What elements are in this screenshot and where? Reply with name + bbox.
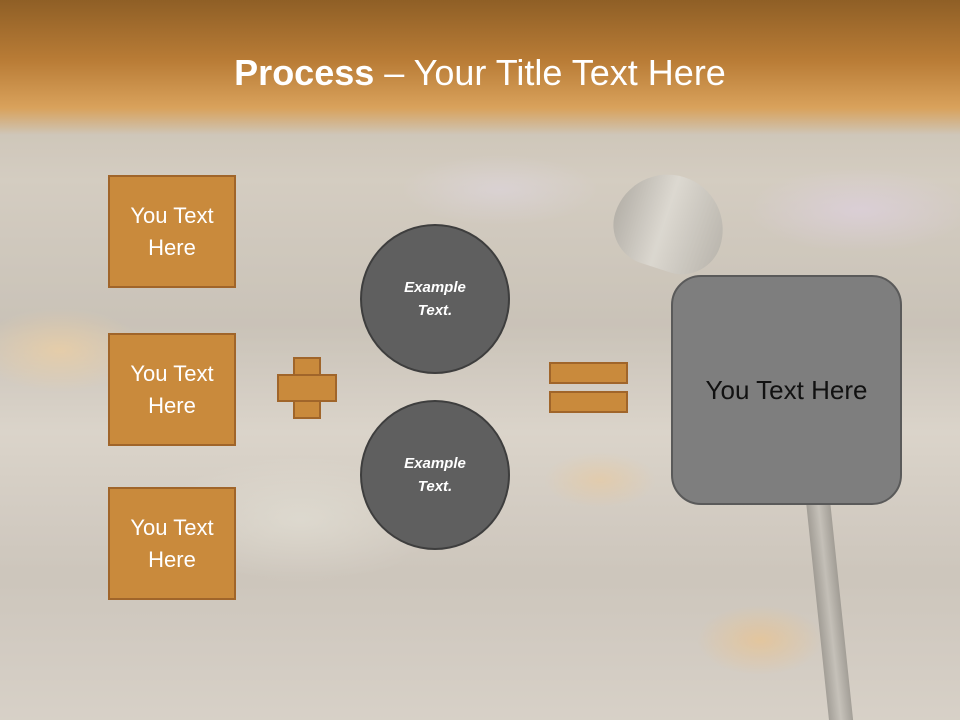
title-banner <box>0 0 960 135</box>
text-box-2-label: You Text Here <box>130 360 214 418</box>
result-box[interactable]: You Text Here <box>671 275 902 505</box>
text-box-3-label: You Text Here <box>130 514 214 572</box>
text-box-3[interactable]: You Text Here <box>108 487 236 600</box>
text-box-1-label: You Text Here <box>130 202 214 260</box>
slide-title-bold: Process <box>234 52 375 93</box>
slide-title[interactable]: Process – Your Title Text Here <box>0 52 960 94</box>
text-box-1[interactable]: You Text Here <box>108 175 236 288</box>
result-box-label: You Text Here <box>705 374 868 405</box>
example-circle-2-label: Example Text. <box>404 455 466 495</box>
example-circle-2[interactable]: Example Text. <box>360 400 510 550</box>
example-circle-1[interactable]: Example Text. <box>360 224 510 374</box>
example-circle-1-label: Example Text. <box>404 279 466 319</box>
text-box-2[interactable]: You Text Here <box>108 333 236 446</box>
slide-title-rest: – Your Title Text Here <box>374 52 726 93</box>
